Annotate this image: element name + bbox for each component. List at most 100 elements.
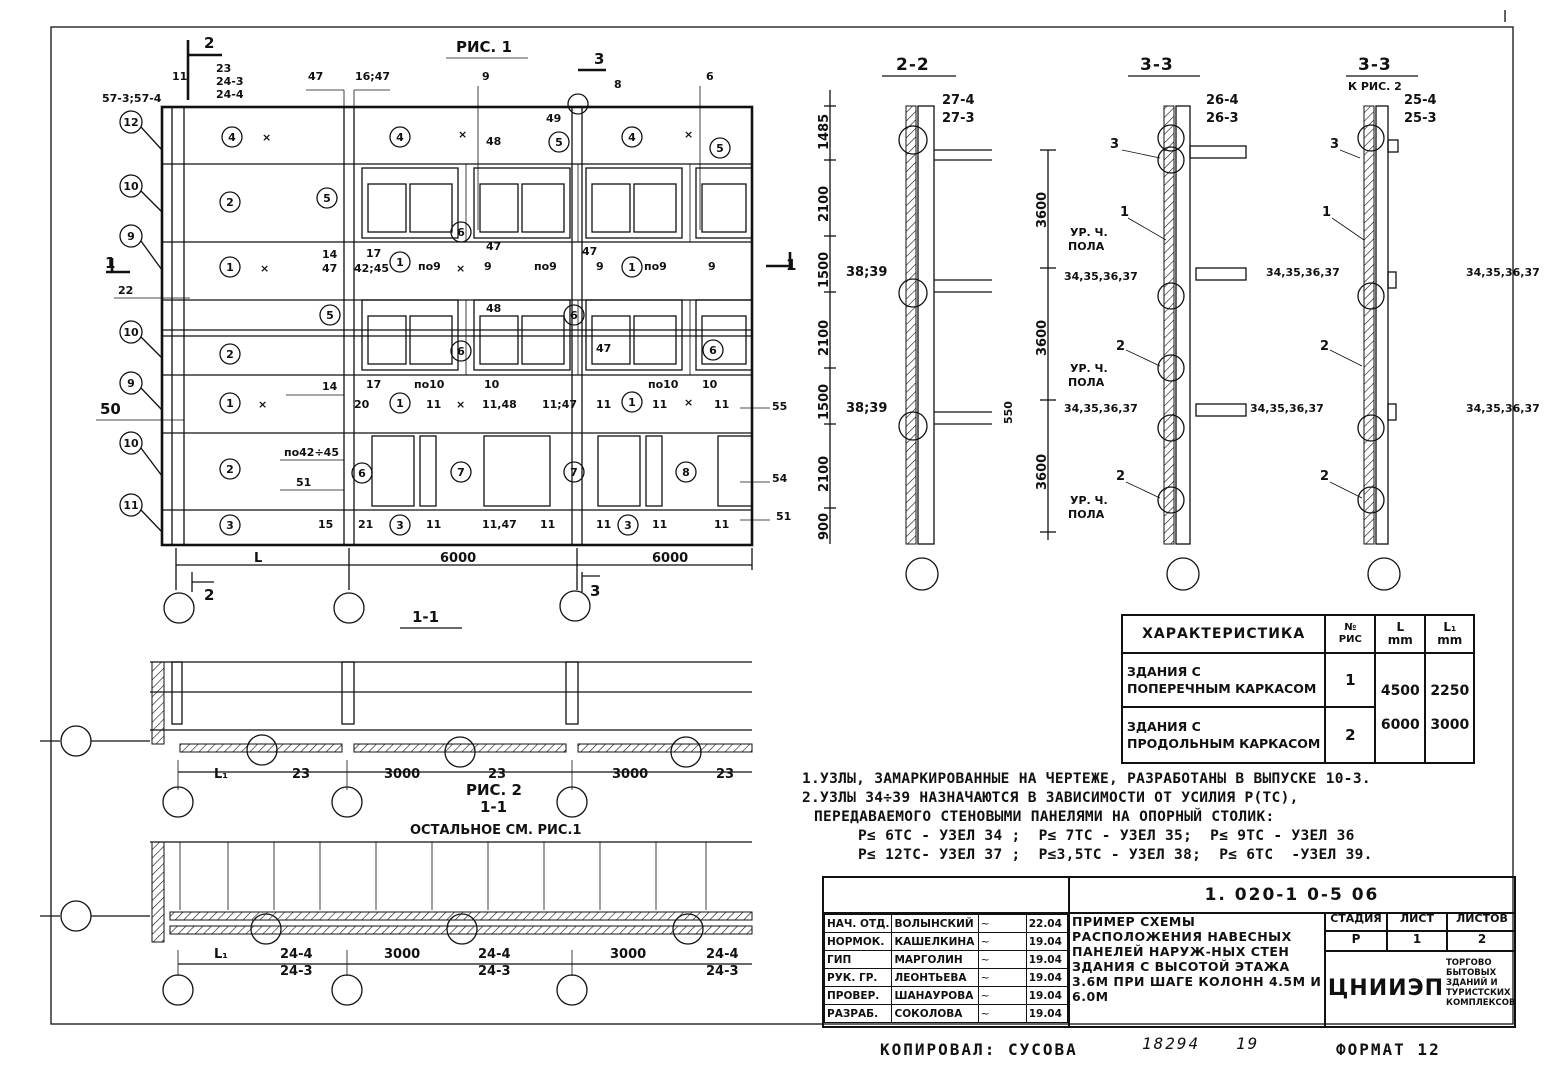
s33a-34b: 34,35,36,37 <box>1250 402 1324 415</box>
signature-date: 19.04 <box>1025 950 1069 969</box>
sheet-frame <box>50 26 1514 1025</box>
dim-6000-b: 6000 <box>652 551 688 566</box>
char-header-L1: L₁ mm <box>1424 614 1476 654</box>
lbl-11-a: 11 <box>426 398 441 411</box>
char-L-values: 4500 6000 <box>1374 652 1427 764</box>
panel-7b: 7 <box>570 466 578 479</box>
s22-h1485: 1485 <box>817 114 832 150</box>
signature-sign: ~ <box>977 950 1027 969</box>
s22-level-c-2: ПОЛА <box>1068 508 1105 521</box>
signature-name: ВОЛЫНСКИЙ <box>891 914 979 933</box>
signature-date: 19.04 <box>1025 968 1069 987</box>
char-row2-name: ЗДАНИЯ С ПРОДОЛЬНЫМ КАРКАСОМ <box>1120 706 1327 764</box>
panel-3a: 3 <box>226 519 234 532</box>
lbl-42-45: 42;45 <box>354 262 389 275</box>
signature-role: ПРОВЕР. <box>823 986 893 1005</box>
signature-name: ЛЕОНТЬЕВА <box>891 968 979 987</box>
panel-5c: 5 <box>716 142 724 155</box>
signature-sign: ~ <box>977 968 1027 987</box>
lbl-po9-c: по9 <box>644 260 667 273</box>
lbl-17-b: 17 <box>366 378 381 391</box>
s33a-26-3: 26-3 <box>1206 111 1239 126</box>
s22-level-b-1: УР. Ч. <box>1070 362 1108 375</box>
s22-3600a: 3600 <box>1035 192 1050 228</box>
s11-title: 1-1 <box>412 608 439 626</box>
dim-6000-a: 6000 <box>440 551 476 566</box>
s22-h1500b: 1500 <box>817 384 832 420</box>
signature-name: ШАНАУРОВА <box>891 986 979 1005</box>
fig1-title: РИС. 1 <box>456 38 512 56</box>
s11-23-c: 23 <box>716 767 734 782</box>
panel-5b: 5 <box>555 136 563 149</box>
lbl-po10-b: по10 <box>648 378 679 391</box>
row-9a: 9 <box>127 230 135 243</box>
panel-2c: 2 <box>226 463 234 476</box>
s33b-34b: 34,35,36,37 <box>1466 402 1540 415</box>
svg-text:×: × <box>456 398 465 411</box>
row-10c: 10 <box>123 437 139 450</box>
lbl-47-d: 47 <box>596 342 611 355</box>
lbl-po9-b: по9 <box>534 260 557 273</box>
s11-23-a: 23 <box>292 767 310 782</box>
s22-title: 2-2 <box>896 55 930 75</box>
s22-h2100b: 2100 <box>817 320 832 356</box>
row-9b: 9 <box>127 377 135 390</box>
lbl-10-b: 10 <box>702 378 718 391</box>
stamp-org-sub: ТОРГОВО БЫТОВЫХ ЗДАНИЙ И ТУРИСТСКИХ КОМП… <box>1446 958 1516 1008</box>
panel-5a: 5 <box>323 192 331 205</box>
lbl-51-b: 51 <box>776 510 791 523</box>
signature-name: КАШЕЛКИНА <box>891 932 979 951</box>
fig2-L1: L₁ <box>214 947 228 962</box>
section-2-2: 2-2 27-4 27-3 1485 2100 1500 2100 1500 2… <box>817 55 1138 591</box>
s33a-m2b: 2 <box>1116 469 1125 484</box>
lbl-11-47: 11;47 <box>542 398 577 411</box>
characteristics-table: ХАРАКТЕРИСТИКА № РИС L mm L₁ mm ЗДАНИЯ С… <box>1120 614 1476 764</box>
stamp-sheet: 1 <box>1388 932 1448 950</box>
panel-5d: 5 <box>326 309 334 322</box>
char-L1-2250: 2250 <box>1430 683 1470 699</box>
lbl-47-a: 47 <box>322 262 337 275</box>
signature-date: 22.04 <box>1025 914 1069 933</box>
s33b-m1: 1 <box>1322 205 1331 220</box>
note-4: P≤ 6ТС - УЗЕЛ 34 ; P≤ 7ТС - УЗЕЛ 35; P≤ … <box>858 828 1355 844</box>
s11-L1: L₁ <box>214 767 228 782</box>
row-12: 12 <box>123 116 138 129</box>
stamp-sheets-header: ЛИСТОВ <box>1456 912 1508 925</box>
signature-row: НАЧ. ОТД.ВОЛЫНСКИЙ~22.04 <box>823 914 1069 933</box>
s33b-m2b: 2 <box>1320 469 1329 484</box>
panel-4a: 4 <box>228 131 236 144</box>
s33b-title: 3-3 <box>1358 55 1392 75</box>
lbl-11-48: 11,48 <box>482 398 517 411</box>
svg-text:×: × <box>456 262 465 275</box>
panel-2b: 2 <box>226 348 234 361</box>
fig1-label-6: 6 <box>706 70 714 83</box>
stamp-title: ПРИМЕР СХЕМЫ РАСПОЛОЖЕНИЯ НАВЕСНЫХ ПАНЕЛ… <box>1072 914 1322 1004</box>
s22-34a: 34,35,36,37 <box>1064 270 1138 283</box>
panel-6b: 6 <box>457 345 465 358</box>
lbl-9-b: 9 <box>596 260 604 273</box>
row-10b: 10 <box>123 326 139 339</box>
s22-27-3: 27-3 <box>942 111 975 126</box>
section-3-3-b: 3-3 К РИС. 2 25-4 25-3 3 1 2 2 34,35,36,… <box>1250 55 1540 591</box>
svg-text:×: × <box>684 128 693 141</box>
lbl-54: 54 <box>772 472 788 485</box>
signature-role: РАЗРАБ. <box>823 1004 893 1023</box>
signature-name: СОКОЛОВА <box>891 1004 979 1023</box>
lbl-55: 55 <box>772 400 787 413</box>
s22-level-a-2: ПОЛА <box>1068 240 1105 253</box>
panel-4c: 4 <box>628 131 636 144</box>
s33a-title: 3-3 <box>1140 55 1174 75</box>
lbl-48-b: 48 <box>486 302 501 315</box>
panel-7a: 7 <box>457 466 465 479</box>
stamp-sheet-header: ЛИСТ <box>1388 912 1448 930</box>
fig2-3000-a: 3000 <box>384 947 420 962</box>
svg-text:×: × <box>262 131 271 144</box>
fig1-label-47: 47 <box>308 70 323 83</box>
svg-text:×: × <box>258 398 267 411</box>
fig1-label-9: 9 <box>482 70 490 83</box>
lbl-47-b: 47 <box>486 240 501 253</box>
